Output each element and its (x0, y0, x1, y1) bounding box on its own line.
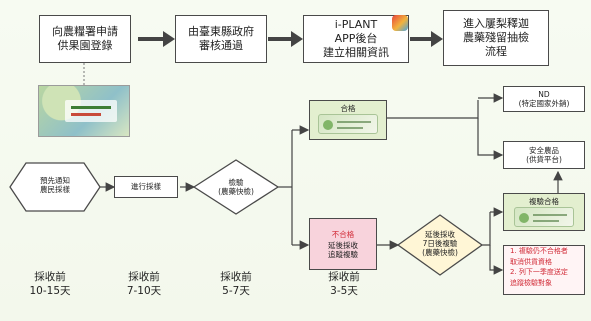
county-approval-box: 由臺東縣政府 審核通過 (175, 15, 267, 63)
inspect-diamond (192, 159, 280, 215)
notice-line-4: 追蹤檢驗對象 (510, 278, 552, 287)
notice-line-1: 1. 複驗仍不合格者 (510, 247, 568, 255)
recheck-pass-stamp (514, 207, 574, 227)
recheck-diamond (396, 214, 484, 276)
timeline-label: 採收前 7-10天 (126, 271, 162, 298)
sampling-box: 進行採樣 (114, 176, 178, 198)
notice-line-3: 2. 列下一季度送定 (510, 268, 568, 276)
iplant-app-box: i-PLANT APP後台 建立相關資訊 (303, 15, 409, 63)
nd-export-box: ND (特定國家外銷) (503, 86, 585, 112)
fail-box: 不合格 延後採收 追蹤複驗 (309, 218, 377, 270)
top-arrow (268, 31, 303, 47)
inspect-label: 檢驗 (農藥快檢) (218, 178, 254, 196)
apply-registration-box: 向農糧署申請 供果園登錄 (39, 15, 131, 63)
top-arrow (138, 31, 175, 47)
timeline-label: 採收前 10-15天 (29, 271, 71, 298)
enter-inspection-box: 進入屢梨釋迦 農藥殘留抽檢 流程 (443, 10, 549, 66)
orchard-registration-photo (38, 85, 130, 137)
notice-line-2: 取消供貨資格 (510, 257, 552, 266)
timeline-label: 採收前 3-5天 (328, 271, 360, 298)
notify-hexagon (9, 162, 101, 212)
notify-farmer-label: 預先通知 農民採樣 (40, 176, 70, 194)
fail-action-label: 延後採收 追蹤複驗 (328, 240, 358, 259)
timeline-label: 採收前 5-7天 (220, 271, 252, 298)
pass-label-stamp (318, 114, 378, 134)
safe-product-box: 安全農品 (供貨平台) (503, 141, 585, 169)
fail-label: 不合格 (331, 229, 355, 239)
top-arrow (410, 31, 443, 47)
recheck-pass-label: 複驗合格 (529, 197, 559, 206)
disqualification-notice: 1. 複驗仍不合格者 取消供貨資格 2. 列下一季度送定 追蹤檢驗對象 (503, 245, 585, 295)
pass-label: 合格 (340, 104, 356, 113)
iplant-app-icon (392, 15, 408, 31)
recheck-label: 延後採收 7日後複驗 (農藥快檢) (422, 230, 458, 257)
